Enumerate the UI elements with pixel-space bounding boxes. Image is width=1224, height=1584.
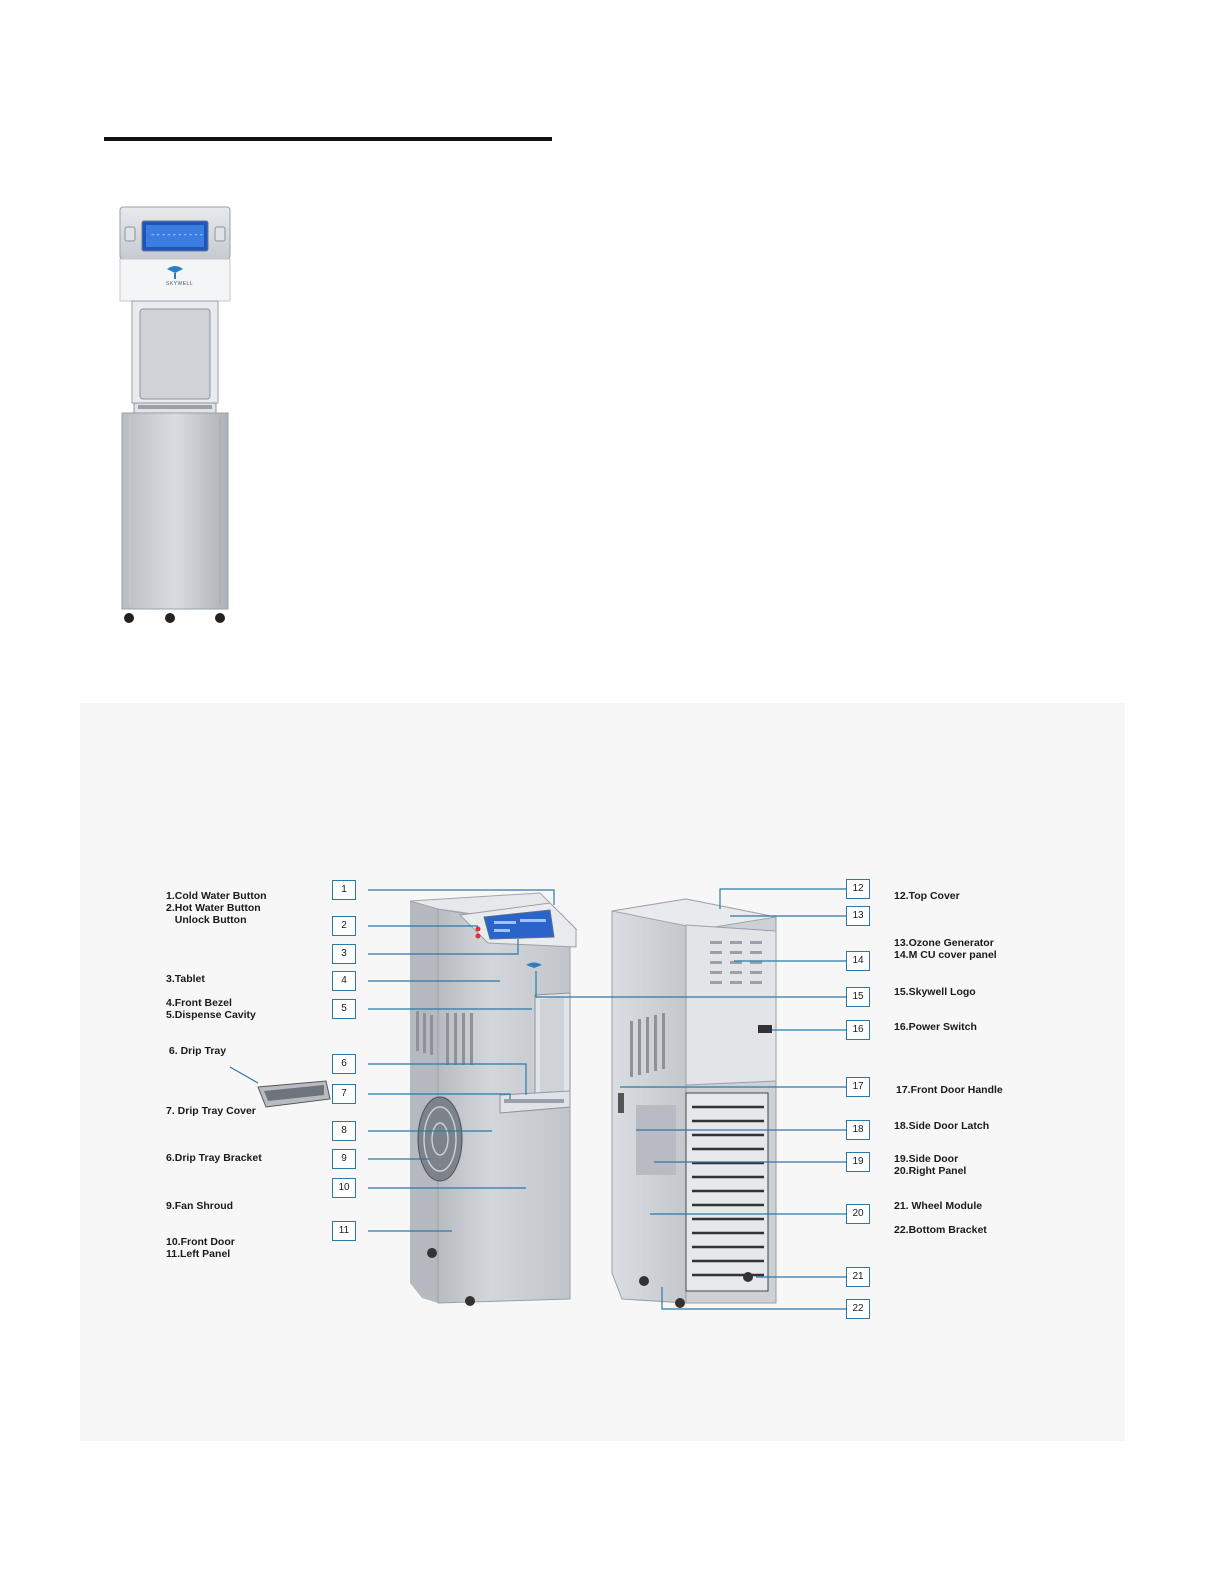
label-drip-tray-bracket: 6.Drip Tray Bracket — [166, 1152, 262, 1164]
label-tablet: 3.Tablet — [166, 973, 205, 985]
callout-5: 5 — [332, 999, 356, 1019]
callout-7: 7 — [332, 1084, 356, 1104]
callout-1: 1 — [332, 880, 356, 900]
callout-10: 10 — [332, 1178, 356, 1198]
brand-logo-text: SKYWELL — [166, 281, 193, 287]
label-hot-water-button: 2.Hot Water Button — [166, 902, 261, 914]
callout-15: 15 — [846, 987, 870, 1007]
label-side-door-latch: 18.Side Door Latch — [894, 1120, 989, 1132]
callout-8: 8 — [332, 1121, 356, 1141]
label-skywell-logo: 15.Skywell Logo — [894, 986, 976, 998]
label-ozone-generator: 13.Ozone Generator — [894, 937, 994, 949]
callout-3: 3 — [332, 944, 356, 964]
callout-19: 19 — [846, 1152, 870, 1172]
callout-21: 21 — [846, 1267, 870, 1287]
callout-6: 6 — [332, 1054, 356, 1074]
label-unlock-button: Unlock Button — [166, 914, 247, 926]
callout-14: 14 — [846, 951, 870, 971]
water-dispenser-illustration — [112, 205, 237, 627]
callout-18: 18 — [846, 1120, 870, 1140]
callout-4: 4 — [332, 971, 356, 991]
callout-13: 13 — [846, 906, 870, 926]
parts-diagram: 1 2 3 4 5 6 7 8 9 10 11 12 13 14 15 16 1… — [80, 703, 1125, 1441]
label-wheel-module: 21. Wheel Module — [894, 1200, 982, 1212]
label-top-cover: 12.Top Cover — [894, 890, 960, 902]
screen-text: ---------- — [150, 230, 204, 240]
label-dispense-cavity: 5.Dispense Cavity — [166, 1009, 256, 1021]
label-power-switch: 16.Power Switch — [894, 1021, 977, 1033]
water-dispenser-photo: SKYWELL ---------- — [112, 205, 237, 627]
callout-9: 9 — [332, 1149, 356, 1169]
callout-17: 17 — [846, 1077, 870, 1097]
label-left-panel: 11.Left Panel — [166, 1248, 230, 1260]
label-front-bezel: 4.Front Bezel — [166, 997, 232, 1009]
callout-22: 22 — [846, 1299, 870, 1319]
callout-20: 20 — [846, 1204, 870, 1224]
callout-11: 11 — [332, 1221, 356, 1241]
label-right-panel: 20.Right Panel — [894, 1165, 966, 1177]
callout-16: 16 — [846, 1020, 870, 1040]
label-drip-tray-cover: 7. Drip Tray Cover — [166, 1105, 256, 1117]
label-fan-shroud: 9.Fan Shroud — [166, 1200, 233, 1212]
label-cold-water-button: 1.Cold Water Button — [166, 890, 267, 902]
label-bottom-bracket: 22.Bottom Bracket — [894, 1224, 987, 1236]
section-rule-top — [104, 137, 552, 141]
label-front-door-handle: 17.Front Door Handle — [896, 1084, 1003, 1096]
callout-12: 12 — [846, 879, 870, 899]
dispenser-parts-illustration — [80, 703, 1125, 1441]
label-drip-tray: 6. Drip Tray — [166, 1045, 226, 1057]
label-front-door: 10.Front Door — [166, 1236, 235, 1248]
callout-2: 2 — [332, 916, 356, 936]
label-side-door: 19.Side Door — [894, 1153, 958, 1165]
label-mcu-cover-panel: 14.M CU cover panel — [894, 949, 997, 961]
